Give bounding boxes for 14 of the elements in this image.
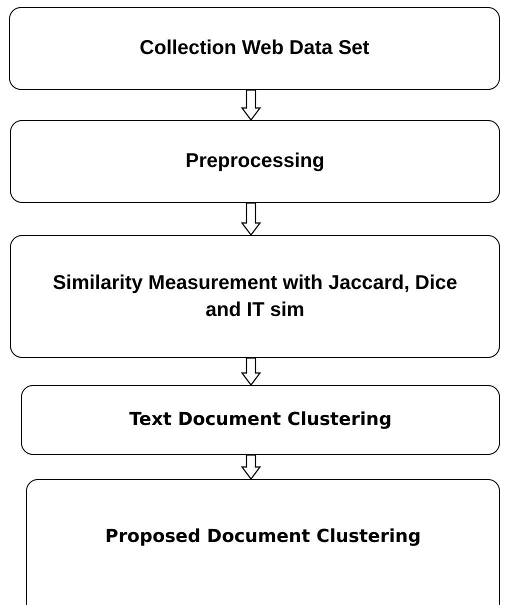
process-box xyxy=(10,120,500,203)
process-box xyxy=(21,385,500,455)
box-label: Preprocessing xyxy=(184,149,326,174)
box-label: Collection Web Data Set xyxy=(138,36,370,61)
process-box xyxy=(10,235,500,358)
hollow-arrow xyxy=(240,454,262,480)
hollow-arrow xyxy=(240,202,262,236)
box-label: Proposed Document Clustering xyxy=(104,524,422,549)
process-box xyxy=(9,7,500,90)
hollow-arrow xyxy=(240,357,262,386)
box-label: Text Document Clustering xyxy=(128,408,393,432)
box-label: Similarity Measurement with Jaccard, Dice and IT sim xyxy=(52,270,458,322)
process-box xyxy=(26,479,500,605)
hollow-arrow xyxy=(240,89,262,121)
